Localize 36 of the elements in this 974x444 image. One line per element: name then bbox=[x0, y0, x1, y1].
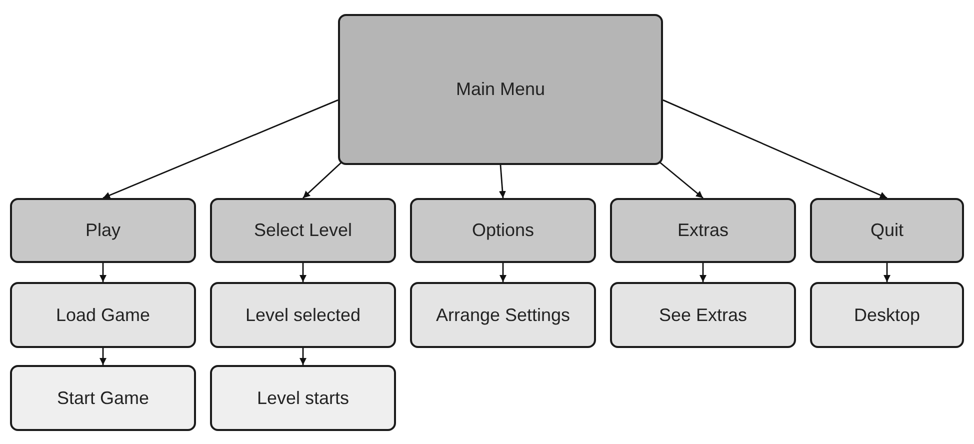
process-box bbox=[10, 282, 196, 348]
box-label: Desktop bbox=[854, 304, 920, 326]
process-box bbox=[410, 198, 596, 263]
box-label: Level starts bbox=[256, 388, 350, 408]
box-label: See Extras bbox=[658, 304, 748, 326]
box-label: Select Level bbox=[254, 220, 352, 241]
process-box bbox=[610, 282, 796, 348]
box-label: Options bbox=[472, 220, 534, 241]
arrow bbox=[102, 99, 338, 199]
process-box bbox=[810, 198, 964, 263]
box-label: Quit bbox=[870, 220, 904, 241]
process-box bbox=[210, 365, 396, 431]
box-label: Start Game bbox=[56, 388, 150, 408]
arrow bbox=[500, 263, 506, 282]
process-box bbox=[610, 198, 796, 263]
arrow bbox=[300, 263, 306, 282]
box-label: Load Game bbox=[56, 304, 150, 326]
process-box bbox=[210, 198, 396, 263]
arrow bbox=[662, 99, 888, 199]
process-box bbox=[210, 282, 396, 348]
arrow bbox=[498, 164, 506, 198]
arrow bbox=[300, 348, 306, 365]
process-box bbox=[10, 198, 196, 263]
box-label: Extras bbox=[677, 220, 728, 241]
process-box bbox=[10, 365, 196, 431]
arrow bbox=[884, 263, 890, 282]
process-box bbox=[810, 282, 964, 348]
box-label: Level selected bbox=[245, 304, 361, 326]
arrow bbox=[700, 263, 706, 282]
arrow bbox=[100, 263, 106, 282]
process-box bbox=[410, 282, 596, 348]
main-box bbox=[338, 14, 663, 165]
box-label: Play bbox=[85, 220, 120, 241]
box-label: Arrange Settings bbox=[436, 304, 570, 326]
arrow bbox=[100, 348, 106, 365]
box-label: Main Menu bbox=[456, 79, 546, 100]
